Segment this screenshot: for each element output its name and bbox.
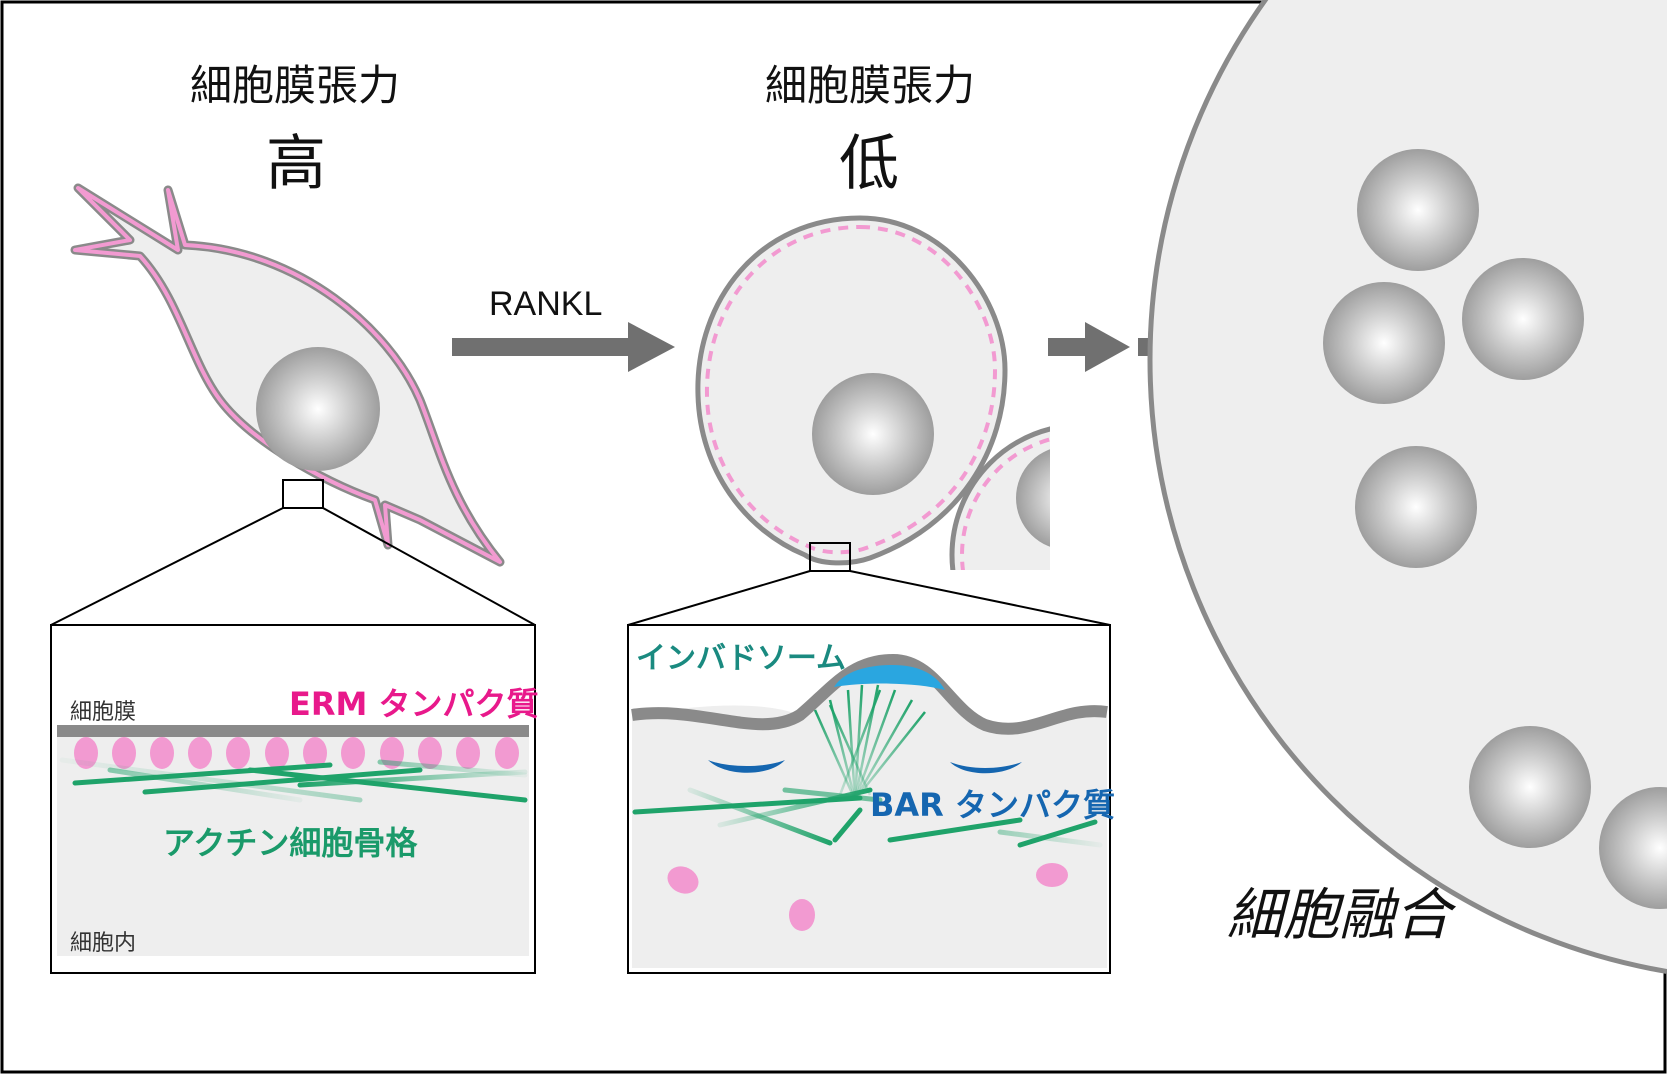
high-tension-cell [50,183,536,626]
actin-filaments-low [632,787,1103,848]
membrane-bar [57,725,529,737]
membrane-label: 細胞膜 [70,700,137,725]
rankl-arrow [452,322,675,372]
rankl-label: RANKL [489,285,603,323]
zoom-line-right-low [849,570,1111,626]
bar-label: BAR タンパク質 [870,786,1115,824]
actin-filaments-high [59,757,528,803]
inset-high-tension [50,624,536,974]
nucleus-fused-4 [1355,446,1477,568]
tension-high-level: 高 [266,129,326,199]
invadosome-label: インバドソーム [636,641,846,676]
nucleus-low [812,373,934,495]
tension-low-title: 細胞膜張力 [765,61,976,110]
zoom-line-left-high [50,507,284,626]
bar-left-crescent [708,760,785,773]
intracellular-label: 細胞内 [70,931,137,956]
tension-low-level: 低 [839,129,899,199]
tension-high-title: 細胞膜張力 [190,61,401,110]
bar-right-crescent [950,762,1022,774]
fusion-label: 細胞融合 [1227,883,1451,948]
membrane-curved [631,653,1108,735]
zoom-box-low [809,542,851,572]
zoom-line-right-high [322,507,536,626]
erm-dots-dispersed [667,863,1068,931]
low-tension-cell [627,215,1111,626]
invadosome-actin-fan [813,684,926,801]
erm-dots [74,737,519,769]
nucleus-fused-2 [1323,282,1445,404]
fused-cell [1147,0,1667,974]
erm-label: ERM タンパク質 [289,685,539,723]
zoom-box-high [282,479,324,509]
nucleus-fused-3 [1462,258,1584,380]
actin-label: アクチン細胞骨格 [163,824,418,862]
neighbor-cell [949,426,1050,570]
bar-light-cap [834,665,945,690]
nucleus-fused-6 [1599,787,1667,909]
nucleus-fused-1 [1357,149,1479,271]
nucleus-high [256,347,380,471]
nucleus-fused-5 [1469,726,1591,848]
zoom-line-left-low [627,570,811,626]
inset-low-tension [627,624,1111,974]
spindle-cell-erm-lining [73,186,502,564]
